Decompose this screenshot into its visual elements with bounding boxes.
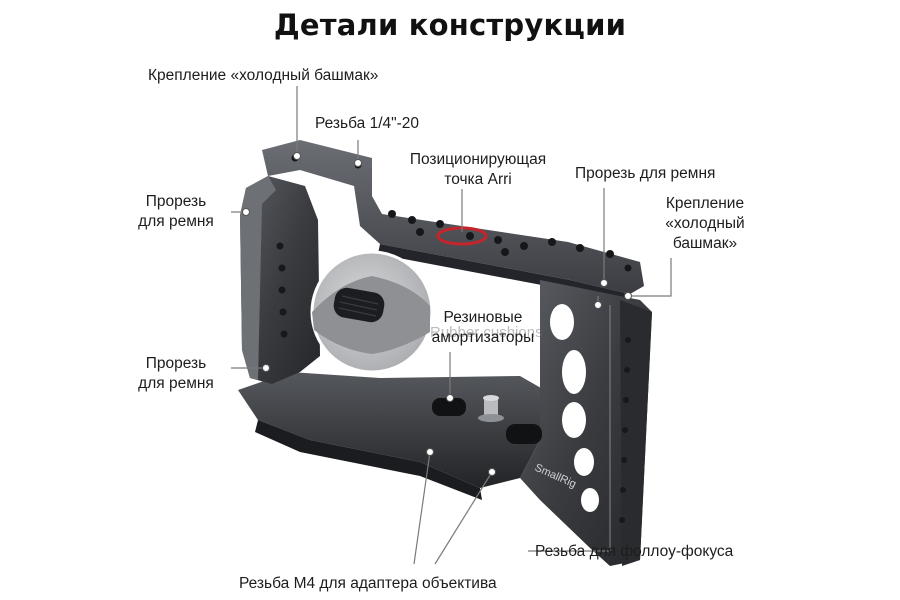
label-follow-focus: Резьба для фоллоу-фокуса — [535, 543, 734, 560]
callout-dots — [242, 152, 632, 476]
label-rubber-line2: амортизаторы — [431, 329, 535, 346]
label-thread-quarter: Резьба 1/4"-20 — [315, 115, 420, 132]
label-arri-line2: точка Arri — [444, 171, 512, 188]
label-cold-shoe-top: Крепление «холодный башмак» — [148, 67, 379, 84]
label-strap-slot-left-bottom: Прорезь для ремня — [120, 354, 232, 394]
grip-holes — [276, 242, 288, 338]
mounting-screw — [478, 395, 504, 422]
label-strap-slot-left-top: Прорезь для ремня — [120, 192, 232, 232]
label-strap-slot-right: Прорезь для ремня — [575, 165, 716, 182]
label-cold-shoe-right-line3: башмак» — [672, 235, 738, 252]
label-cold-shoe-right-line1: Крепление — [665, 195, 745, 212]
label-cold-shoe-right-line2: «холодный — [665, 215, 745, 232]
zoom-detail-circle — [310, 250, 434, 374]
cage-right-side — [520, 280, 652, 566]
label-strap-slot-left-bottom-line2: для ремня — [138, 375, 214, 392]
label-arri-line1: Позиционирующая — [409, 151, 547, 168]
label-rubber-ghost: Rubber cushions — [430, 324, 543, 341]
cage-side-cutouts — [550, 304, 599, 512]
label-rubber-cushions: Резиновые амортизаторы — [418, 308, 548, 348]
label-cold-shoe-right: Крепление «холодный башмак» — [650, 194, 760, 254]
rubber-cushion-right — [506, 424, 542, 444]
leader-lines — [231, 86, 672, 565]
rubber-cushion-left — [432, 398, 466, 416]
label-strap-slot-left-top-line2: для ремня — [138, 213, 214, 230]
label-arri-point: Позиционирующая точка Arri — [398, 150, 558, 190]
label-strap-slot-left-top-line1: Прорезь — [145, 193, 207, 210]
cage-base-plate — [238, 372, 548, 488]
cage-top-plate — [262, 140, 644, 294]
label-strap-slot-left-bottom-line1: Прорезь — [145, 355, 207, 372]
label-m4-thread: Резьба М4 для адаптера объектива — [239, 575, 497, 592]
diagram-title: Детали конструкции — [273, 8, 627, 42]
label-rubber-line1: Резиновые — [443, 309, 523, 326]
